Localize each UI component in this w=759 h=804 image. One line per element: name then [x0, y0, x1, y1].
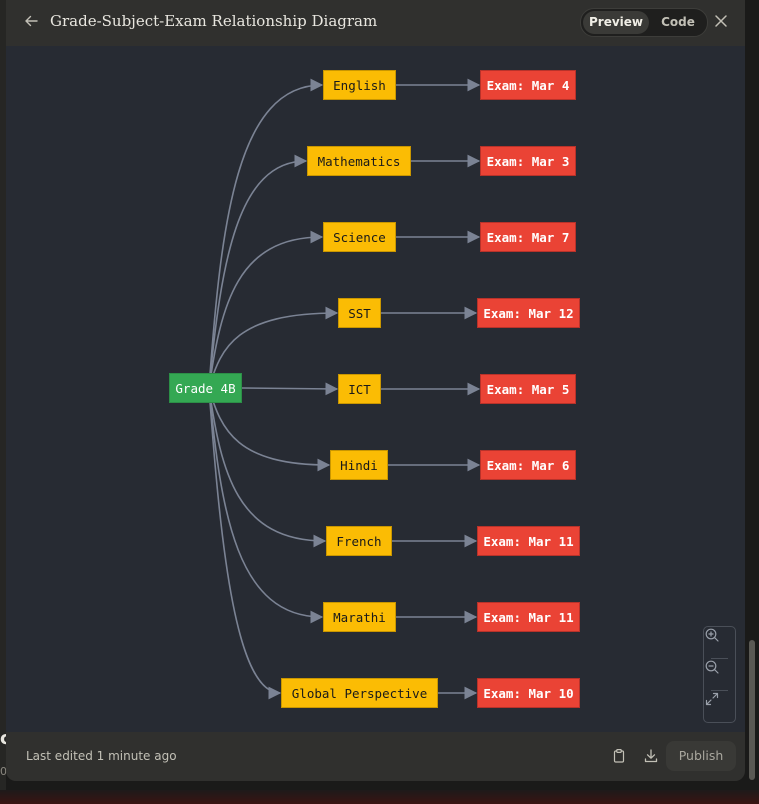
backdrop-text-secondary: 0: [0, 765, 7, 778]
edge-grade-subject: [208, 387, 282, 700]
node-exam[interactable]: Exam: Mar 11: [477, 602, 580, 632]
edge-grade-subject: [241, 382, 339, 396]
back-button[interactable]: [20, 10, 42, 32]
node-subject[interactable]: ICT: [338, 374, 381, 404]
node-subject[interactable]: SST: [338, 298, 381, 328]
zoom-controls: [703, 626, 736, 723]
zoom-out-button[interactable]: [704, 659, 735, 690]
node-exam[interactable]: Exam: Mar 6: [480, 450, 576, 480]
edge-grade-subject: [208, 230, 324, 389]
node-subject[interactable]: Hindi: [330, 450, 388, 480]
backdrop-bottom: [0, 790, 759, 804]
node-exam[interactable]: Exam: Mar 4: [480, 70, 576, 100]
page-title: Grade-Subject-Exam Relationship Diagram: [50, 12, 378, 30]
zoom-in-icon: [705, 628, 719, 642]
edge-grade-subject: [208, 387, 327, 548]
panel-footer: Last edited 1 minute ago Publish: [6, 732, 745, 781]
edge-grade-subject: [208, 387, 324, 624]
fit-view-button[interactable]: [704, 691, 735, 722]
close-icon: [715, 15, 727, 27]
fit-view-icon: [705, 692, 719, 706]
edge-grade-subject: [208, 78, 324, 389]
copy-button[interactable]: [608, 745, 630, 767]
panel-header: Grade-Subject-Exam Relationship Diagram …: [6, 0, 745, 44]
node-exam[interactable]: Exam: Mar 7: [480, 222, 576, 252]
scrollbar-thumb[interactable]: [749, 640, 755, 780]
node-subject[interactable]: French: [326, 526, 392, 556]
publish-button[interactable]: Publish: [666, 741, 736, 771]
clipboard-icon: [613, 749, 625, 763]
node-exam[interactable]: Exam: Mar 5: [480, 374, 576, 404]
download-icon: [644, 749, 658, 763]
zoom-out-icon: [705, 660, 719, 674]
arrow-left-icon: [25, 15, 38, 27]
backdrop-left: [0, 0, 6, 804]
node-subject[interactable]: Mathematics: [307, 146, 411, 176]
tab-preview[interactable]: Preview: [583, 11, 649, 34]
node-exam[interactable]: Exam: Mar 12: [477, 298, 580, 328]
backdrop-text: c: [0, 728, 11, 749]
edge-grade-subject: [208, 154, 308, 389]
tab-code[interactable]: Code: [661, 15, 695, 29]
last-edited-text: Last edited 1 minute ago: [26, 749, 177, 763]
zoom-divider: [711, 658, 728, 659]
artifact-panel: Grade-Subject-Exam Relationship Diagram …: [6, 0, 745, 781]
node-subject[interactable]: Global Perspective: [281, 678, 438, 708]
zoom-in-button[interactable]: [704, 627, 735, 658]
node-exam[interactable]: Exam: Mar 3: [480, 146, 576, 176]
node-subject[interactable]: Science: [323, 222, 396, 252]
node-exam[interactable]: Exam: Mar 11: [477, 526, 580, 556]
view-toggle: Preview Code: [580, 8, 708, 37]
node-subject[interactable]: English: [323, 70, 396, 100]
download-button[interactable]: [640, 745, 662, 767]
close-button[interactable]: [710, 10, 732, 32]
zoom-divider: [711, 690, 728, 691]
node-grade[interactable]: Grade 4B: [169, 373, 242, 403]
node-exam[interactable]: Exam: Mar 10: [477, 678, 580, 708]
node-subject[interactable]: Marathi: [323, 602, 396, 632]
